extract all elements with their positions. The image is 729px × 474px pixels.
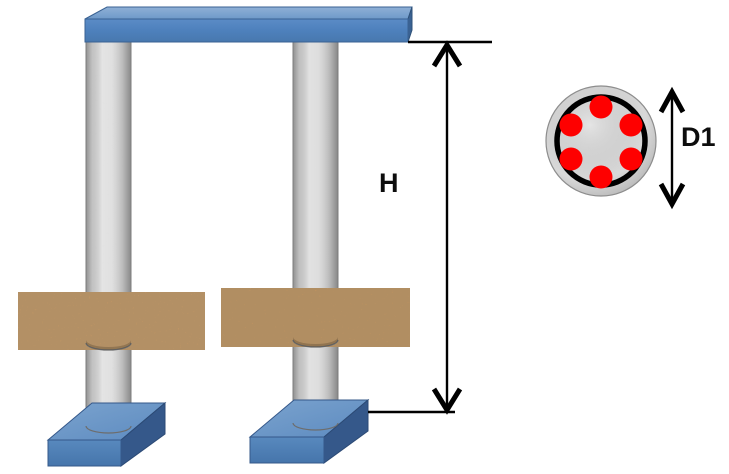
soil-layer-left [17, 291, 206, 351]
cross-section [545, 85, 657, 197]
footing-right-front-face [249, 436, 325, 464]
rebar-dot [559, 113, 583, 137]
rebar-dot [619, 147, 643, 171]
cap-beam-front-face [84, 18, 409, 43]
height-dimension [368, 40, 492, 415]
footing-left [46, 401, 167, 467]
diameter-dimension-label: D1 [681, 122, 716, 152]
rebar-dot [559, 147, 583, 171]
cap-beam-top-face [84, 6, 413, 20]
column-right [292, 37, 339, 434]
section-outer-edge [545, 85, 657, 197]
height-arrowhead-down [431, 387, 463, 415]
rebar-dot [589, 165, 613, 189]
soil-layer-right [220, 287, 411, 348]
column-left [85, 37, 132, 434]
cap-beam [84, 6, 413, 43]
diameter-dimension [658, 86, 686, 210]
rebar-dot [589, 95, 613, 119]
footing-left-front-face [47, 439, 122, 467]
rebar-group [559, 95, 643, 189]
height-dimension-label: H [379, 168, 399, 198]
height-arrowhead-up [431, 40, 463, 68]
footing-right [248, 398, 370, 464]
diameter-arrowhead-down [658, 182, 686, 210]
rebar-dot [619, 113, 643, 137]
diameter-arrowhead-up [658, 86, 686, 114]
